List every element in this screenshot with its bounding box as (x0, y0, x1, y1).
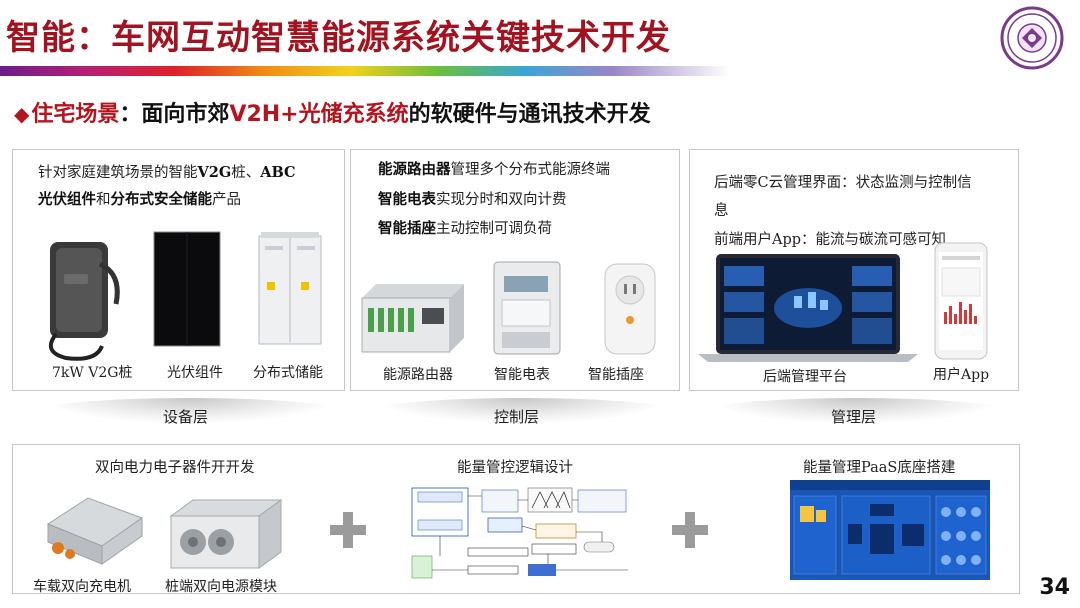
management-layer-arc (706, 398, 1006, 424)
bottom-title-paas: 能量管理PaaS底座搭建 (803, 460, 956, 476)
device-caption-pv: 光伏组件 (167, 365, 223, 381)
diamond-bullet-icon: ◆ (14, 102, 30, 126)
onboard-charger-image (46, 497, 144, 565)
section-subtitle: ◆住宅场景：面向市郊V2H+光储充系统的软硬件与通讯技术开发 (14, 96, 651, 128)
layer-label-device: 设备层 (163, 408, 209, 426)
page-number: 34 (1039, 575, 1070, 600)
backend-dashboard-laptop-image (698, 254, 918, 362)
v2g-charger-image (48, 242, 120, 361)
device-panel-line2: 光伏组件和分布式安全储能产品 (38, 191, 241, 208)
paas-platform-screenshot-image (790, 480, 990, 580)
bidirectional-power-module-image (169, 499, 283, 569)
smart-plug-image (604, 263, 656, 355)
device-panel-line1: 针对家庭建筑场景的智能V2G桩、ABC (38, 164, 296, 181)
device-caption-v2g: 7kW V2G桩 (52, 365, 133, 381)
bottom-caption-onboard-charger: 车载双向充电机 (33, 579, 131, 595)
management-caption-app: 用户App (933, 367, 990, 383)
layer-label-management: 管理层 (831, 408, 877, 426)
management-panel-line3: 前端用户App：能流与碳流可感可知 (714, 232, 947, 248)
energy-storage-cabinet-image (258, 232, 322, 345)
subtitle-tail: 的软硬件与通讯技术开发 (408, 102, 651, 127)
control-caption-plug: 智能插座 (588, 367, 644, 383)
control-panel-line1: 能源路由器管理多个分布式能源终端 (378, 161, 610, 178)
control-caption-router: 能源路由器 (383, 367, 453, 383)
management-panel-line1: 后端零C云管理界面：状态监测与控制信 (714, 175, 972, 191)
user-app-phone-image (934, 242, 988, 360)
device-caption-storage: 分布式储能 (253, 365, 323, 381)
management-panel-line2: 息 (714, 203, 729, 219)
control-panel-line3: 智能插座主动控制可调负荷 (378, 220, 552, 237)
subtitle-colon: ：面向市郊 (119, 102, 230, 127)
university-seal-icon (1000, 6, 1064, 70)
bottom-title-control-logic: 能量管控逻辑设计 (457, 460, 573, 476)
control-caption-meter: 智能电表 (494, 367, 550, 383)
energy-router-image (361, 284, 464, 353)
page-title: 智能：车网互动智慧能源系统关键技术开发 (6, 18, 671, 58)
smart-meter-image (493, 261, 561, 355)
control-panel-line2: 智能电表实现分时和双向计费 (378, 191, 567, 208)
bottom-caption-power-module: 桩端双向电源模块 (165, 579, 277, 595)
control-logic-diagram-image (408, 484, 632, 584)
title-gradient-bar (0, 66, 730, 76)
layer-label-control: 控制层 (494, 408, 540, 426)
control-layer-arc (372, 398, 672, 424)
device-layer-arc (40, 398, 340, 424)
pv-panel-image (153, 231, 221, 347)
management-caption-platform: 后端管理平台 (763, 369, 847, 385)
plus-icon (330, 512, 366, 548)
plus-icon (672, 512, 708, 548)
subtitle-highlight: V2H+光储充系统 (229, 102, 409, 127)
bottom-title-power-electronics: 双向电力电子器件开开发 (95, 460, 255, 476)
subtitle-lead: 住宅场景 (31, 102, 120, 127)
